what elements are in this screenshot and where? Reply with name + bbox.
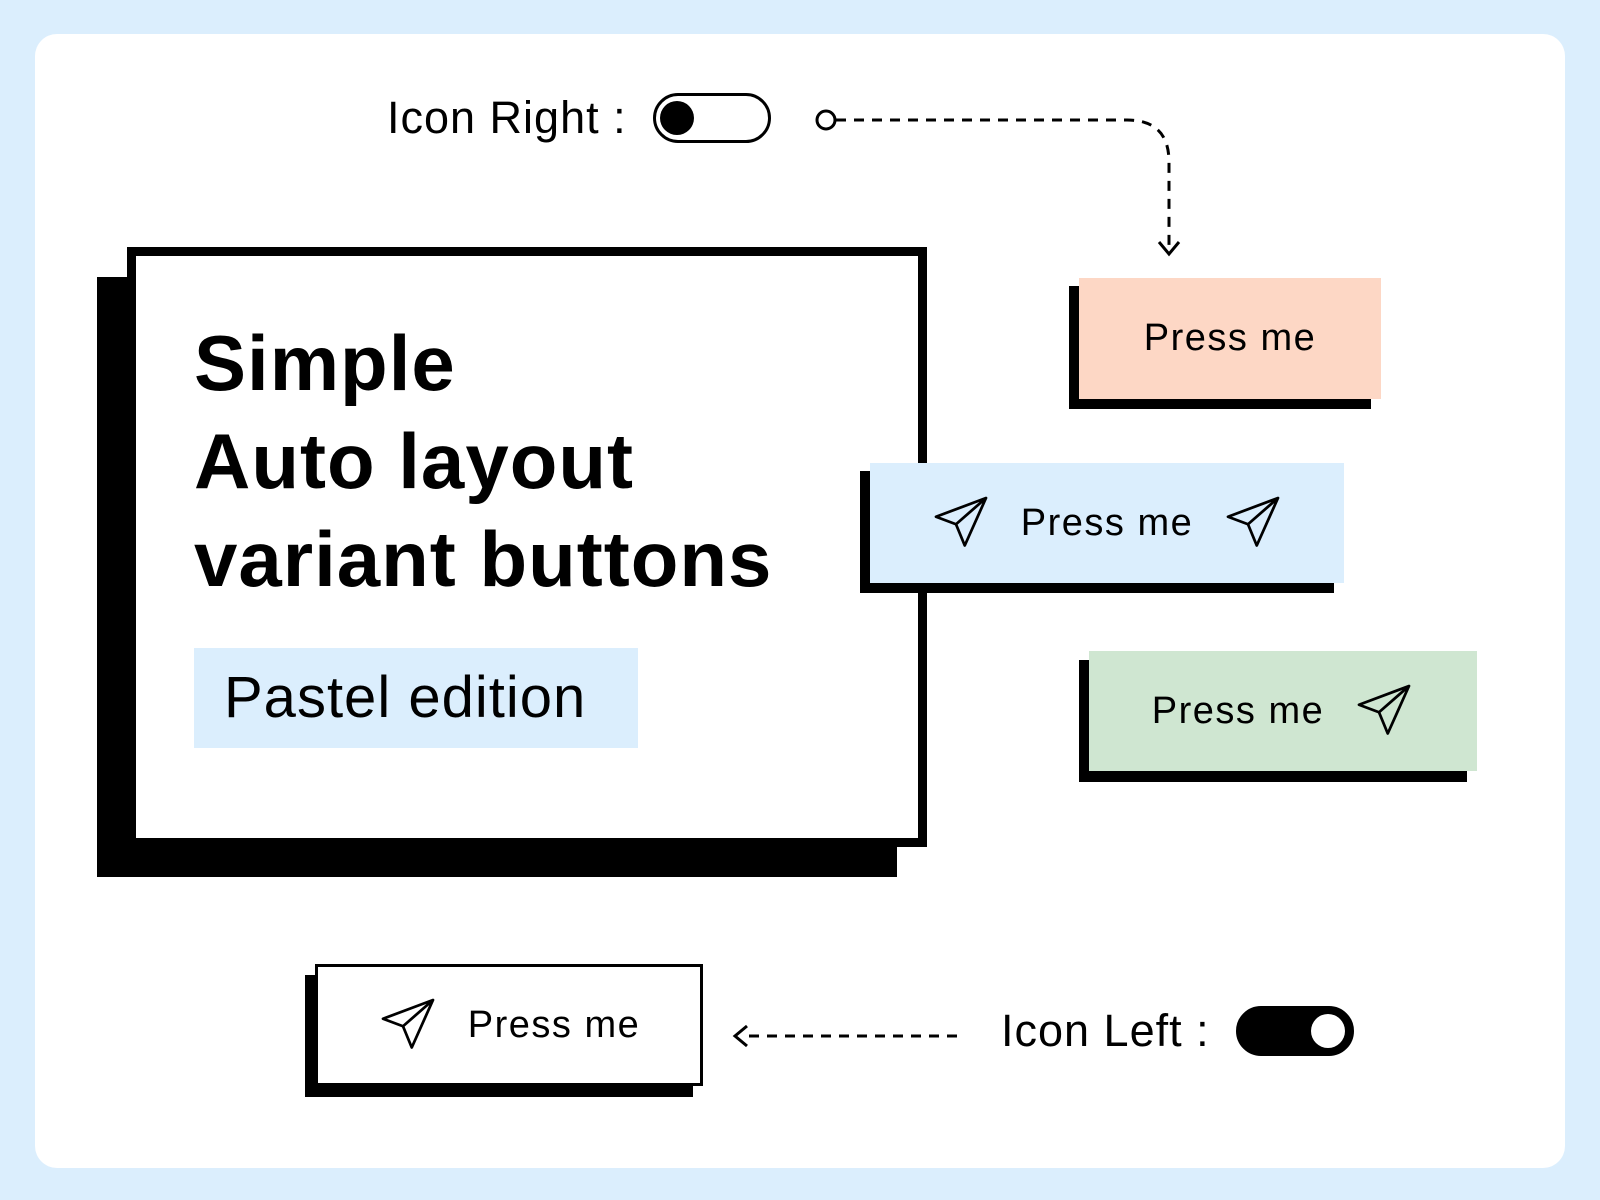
icon-right-switch[interactable] <box>652 93 771 143</box>
button-label: Press me <box>1143 317 1317 359</box>
connector-bottom <box>732 1024 957 1048</box>
hero-title-line: Simple <box>194 319 456 407</box>
canvas-card: Icon Right : Simple Auto layout variant … <box>35 34 1565 1168</box>
press-me-button-peach[interactable]: Press me <box>1079 278 1381 399</box>
press-me-button-green[interactable]: Press me <box>1089 651 1477 771</box>
press-me-button-blue[interactable]: Press me <box>870 463 1344 583</box>
switch-knob <box>1310 1014 1345 1048</box>
hero-title-line: Auto layout <box>194 417 634 505</box>
icon-right-label: Icon Right : <box>387 92 627 143</box>
button-label: Press me <box>1020 501 1194 544</box>
connector-arrows <box>732 109 1181 1048</box>
icon-left-label: Icon Left : <box>1001 1005 1210 1056</box>
button-label: Press me <box>1151 689 1325 732</box>
switch-knob <box>659 101 694 135</box>
icon-left-switch[interactable] <box>1235 1006 1354 1056</box>
button-label: Press me <box>467 1003 641 1046</box>
send-icon <box>1226 496 1280 547</box>
hero-title: Simple Auto layout variant buttons <box>194 314 772 608</box>
send-icon <box>1357 684 1411 735</box>
hero-title-line: variant buttons <box>194 515 773 603</box>
press-me-button-white[interactable]: Press me <box>315 964 703 1086</box>
hero-card: Simple Auto layout variant buttons Paste… <box>127 247 927 847</box>
send-icon <box>381 998 435 1049</box>
pastel-edition-tag: Pastel edition <box>194 648 638 748</box>
icon-left-toggle-row: Icon Left : <box>1001 1005 1354 1057</box>
connector-top <box>815 109 1181 257</box>
icon-right-toggle-row: Icon Right : <box>387 92 771 144</box>
send-icon <box>934 496 988 547</box>
